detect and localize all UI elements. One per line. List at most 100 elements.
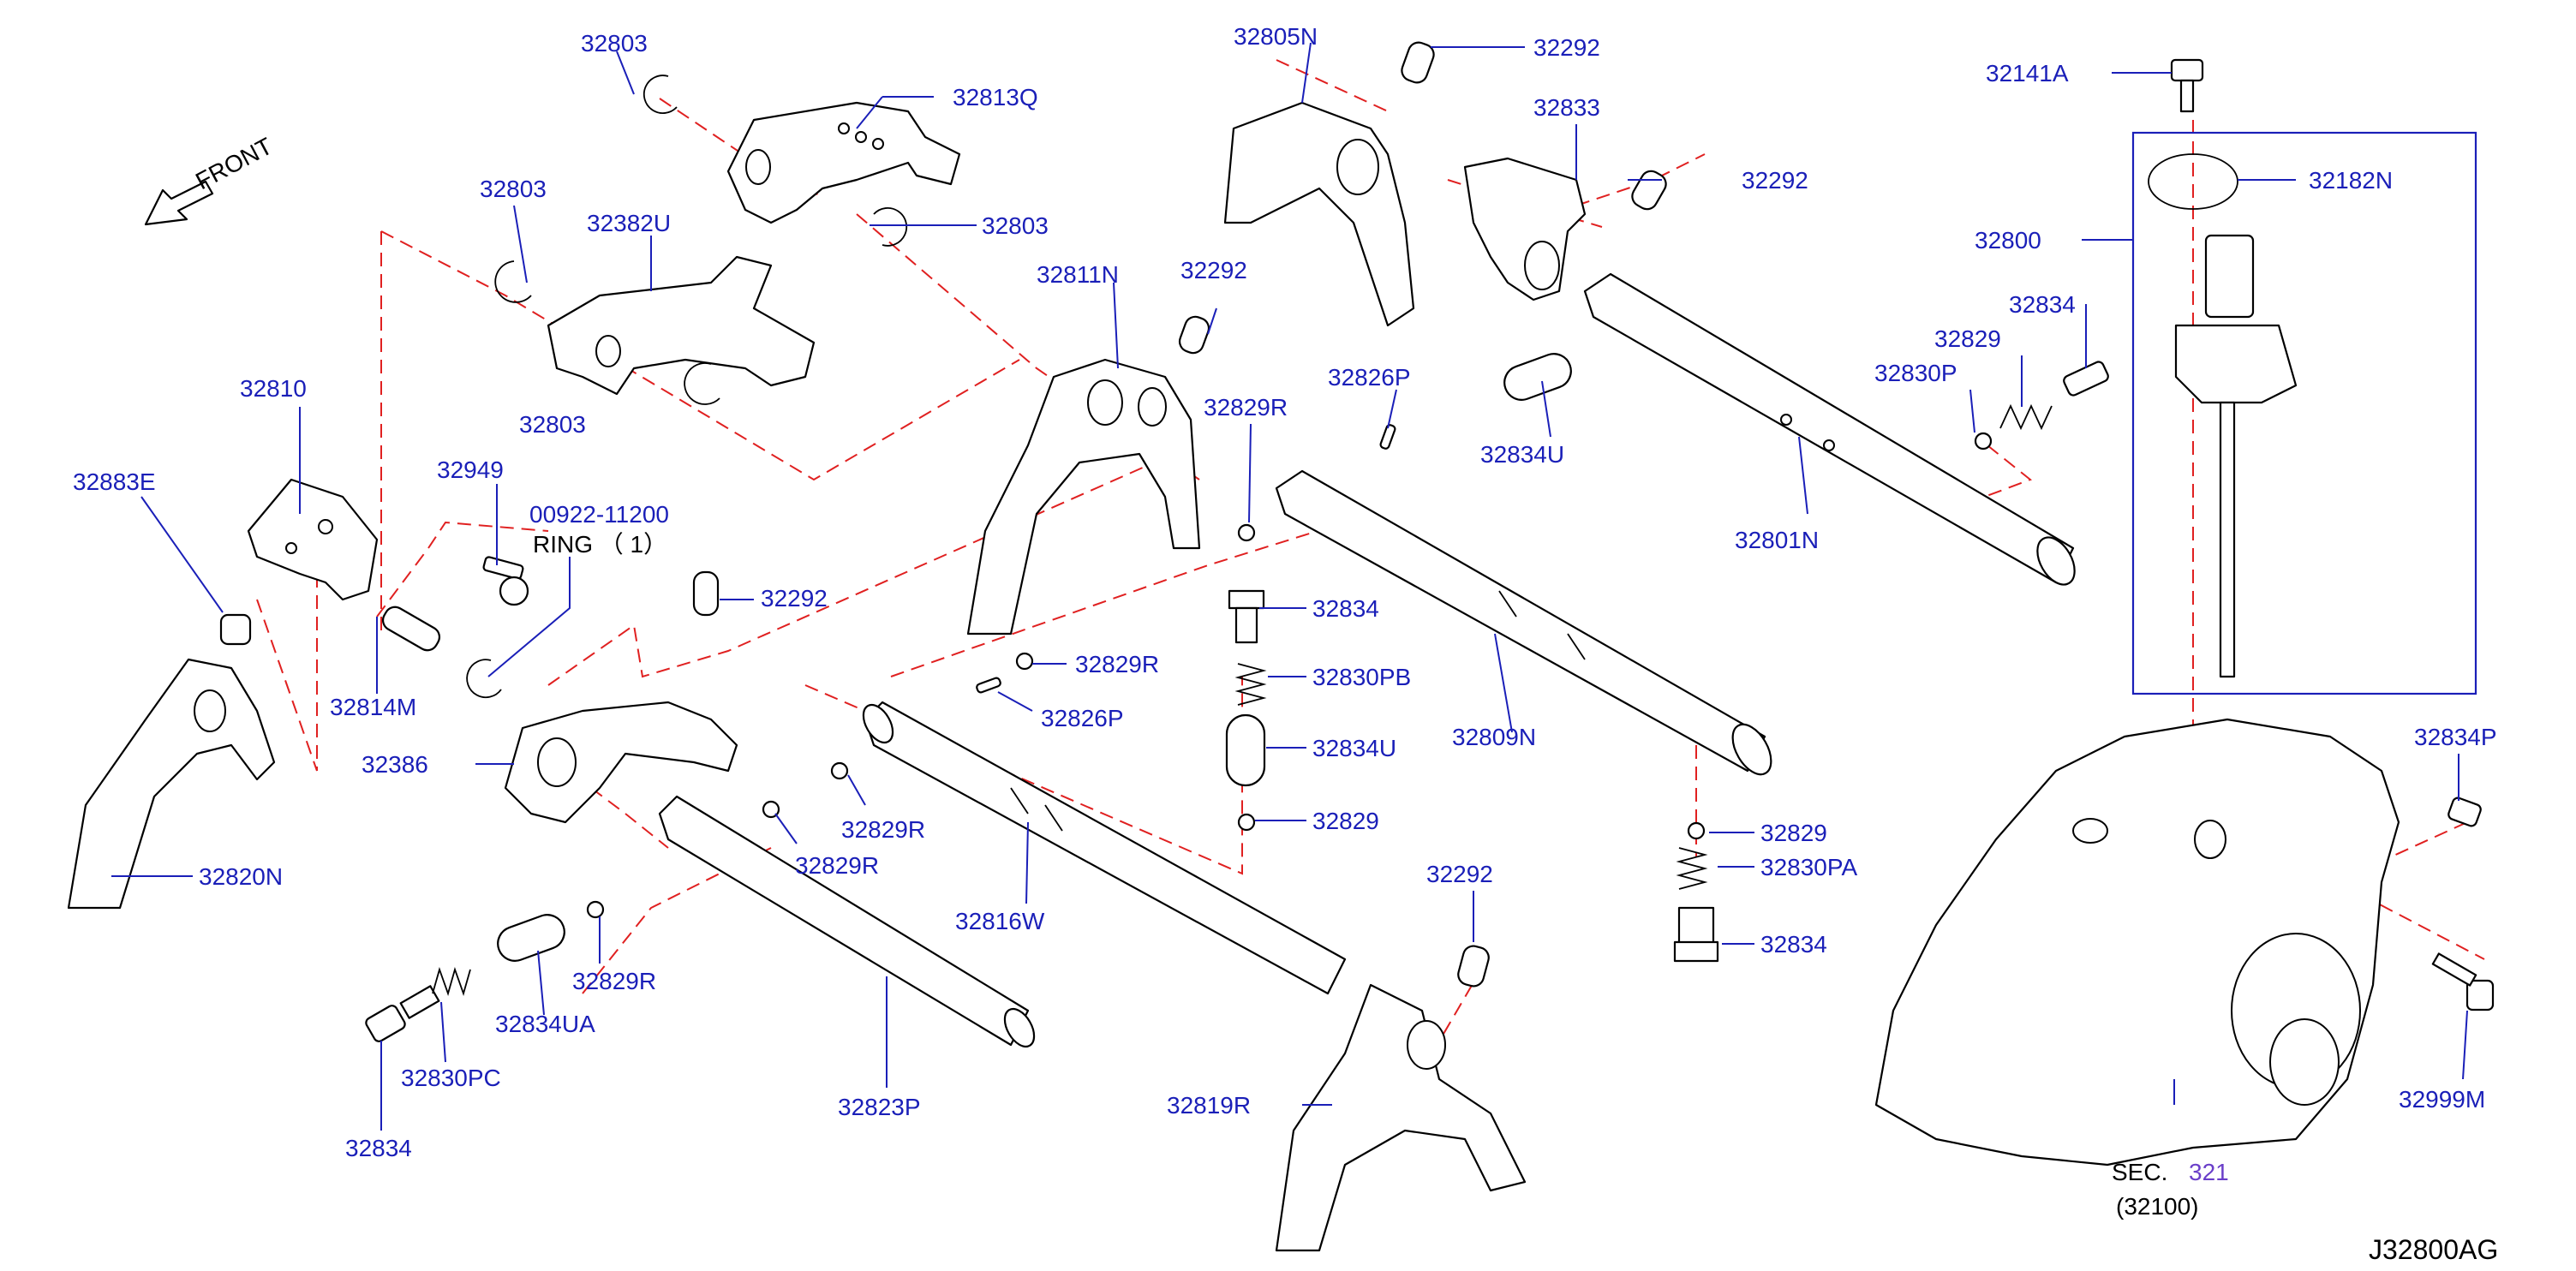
front-label: FRONT [191, 133, 277, 195]
fork-32819r [1275, 983, 1527, 1252]
front-arrow-icon [144, 180, 214, 226]
spring-icon [1234, 663, 1267, 706]
ring-icon [466, 659, 502, 699]
callout-32826p: 32826P [1328, 364, 1411, 391]
plug-icon [1225, 713, 1266, 787]
callout-32292: 32292 [1742, 167, 1808, 194]
shaft-32801n [1583, 272, 2076, 586]
pin-icon [381, 606, 441, 652]
callout-32805n: 32805N [1234, 23, 1318, 50]
leader-lines [111, 42, 2468, 1131]
bolt-icon [482, 556, 529, 606]
callout-32816w: 32816W [955, 908, 1045, 934]
callout-32141a: 32141A [1986, 60, 2069, 87]
callout-32829: 32829 [1312, 808, 1379, 834]
callout-32949: 32949 [437, 456, 504, 483]
callout-32811n: 32811N [1037, 261, 1119, 288]
ball-icon [586, 900, 605, 919]
bushing-icon [219, 613, 252, 646]
shaft-32823p [658, 795, 1036, 1048]
bracket-32386 [504, 701, 738, 824]
callout-32834: 32834 [1312, 595, 1379, 622]
callout-32810: 32810 [240, 375, 307, 402]
dowel-pin-icon [1457, 945, 1490, 988]
callout-32814m: 32814M [330, 694, 416, 720]
snap-ring-icon [494, 260, 532, 303]
spring-icon [1999, 403, 2053, 431]
callout-32829r: 32829R [795, 852, 879, 879]
callout-32834ua: 32834UA [495, 1011, 595, 1037]
ring-note: RING （ 1） [533, 531, 667, 558]
callout-32829: 32829 [1934, 325, 2001, 352]
dowel-pin-icon [1178, 315, 1210, 355]
callout-32834u: 32834U [1312, 735, 1396, 761]
snap-ring-icon [684, 362, 720, 405]
callout-32803: 32803 [982, 212, 1049, 239]
bolt-icon [1228, 589, 1265, 644]
bracket-32833 [1463, 157, 1587, 301]
fork-32805n [1223, 101, 1415, 327]
callout-32800: 32800 [1975, 227, 2041, 254]
callout-32830p: 32830P [1874, 360, 1957, 386]
ball-icon [1237, 813, 1256, 832]
callout-32834u: 32834U [1480, 441, 1564, 468]
callout-32883e: 32883E [73, 468, 156, 495]
fork-32820n [67, 658, 276, 910]
callout-32386: 32386 [362, 751, 428, 778]
ball-icon [1015, 652, 1034, 671]
callout-32830pc: 32830PC [401, 1065, 501, 1091]
callout-32182n: 32182N [2309, 167, 2393, 194]
callout-32829r: 32829R [1204, 394, 1288, 421]
bolt-icon [2431, 952, 2495, 1011]
spring-icon [1676, 847, 1708, 890]
shaft-32809n [1275, 469, 1772, 776]
callout-32826p: 32826P [1041, 705, 1124, 731]
callout-32803: 32803 [480, 176, 547, 202]
snap-ring-icon [643, 75, 678, 114]
ball-icon [1974, 432, 1993, 451]
callout-00922-11200: 00922-11200 [529, 501, 669, 528]
roll-pin-icon [976, 677, 1001, 694]
diagram-code: J32800AG [2369, 1234, 2498, 1265]
bolt-icon [2447, 797, 2482, 827]
assembly-frame-32800 [2131, 131, 2477, 695]
plug-icon [497, 914, 565, 962]
bracket-32382u [547, 255, 816, 396]
callout-32292: 32292 [1180, 257, 1247, 283]
callout-32829r: 32829R [841, 816, 925, 843]
dowel-pin-icon [1401, 41, 1435, 84]
bracket-32813q [726, 101, 961, 224]
callout-32819r: 32819R [1167, 1092, 1251, 1119]
roll-pin-icon [1379, 424, 1396, 450]
bolt-icon [2063, 361, 2109, 397]
ball-icon [830, 761, 849, 780]
bolt-icon [2170, 58, 2204, 113]
bolt-icon [1673, 906, 1719, 963]
transmission-case [1874, 718, 2400, 1167]
callout-32829r: 32829R [572, 968, 656, 994]
callout-32834p: 32834P [2414, 724, 2497, 750]
section-part-number: (32100) [2116, 1193, 2199, 1220]
callout-32999m: 32999M [2399, 1086, 2485, 1113]
callout-32829: 32829 [1760, 820, 1827, 846]
callout-32820n: 32820N [199, 863, 283, 890]
ball-icon [762, 800, 780, 819]
section-label: SEC. [2112, 1159, 2167, 1185]
callout-32834: 32834 [345, 1135, 412, 1161]
callout-32292: 32292 [1533, 34, 1600, 61]
callout-32834: 32834 [2009, 291, 2076, 318]
fork-32811n [966, 358, 1201, 636]
callout-32829r: 32829R [1075, 651, 1159, 677]
callout-32830pa: 32830PA [1760, 854, 1857, 880]
callout-32803: 32803 [519, 411, 586, 438]
callout-32833: 32833 [1533, 94, 1600, 121]
callout-32292: 32292 [1426, 861, 1493, 887]
dowel-pin-icon [692, 570, 720, 617]
shaft-32816w [862, 701, 1347, 995]
section-number: 321 [2189, 1159, 2229, 1185]
ball-icon [1237, 523, 1256, 542]
control-rod-assembly [2148, 153, 2298, 678]
callout-32801n: 32801N [1735, 527, 1819, 553]
spring-icon [432, 967, 471, 996]
